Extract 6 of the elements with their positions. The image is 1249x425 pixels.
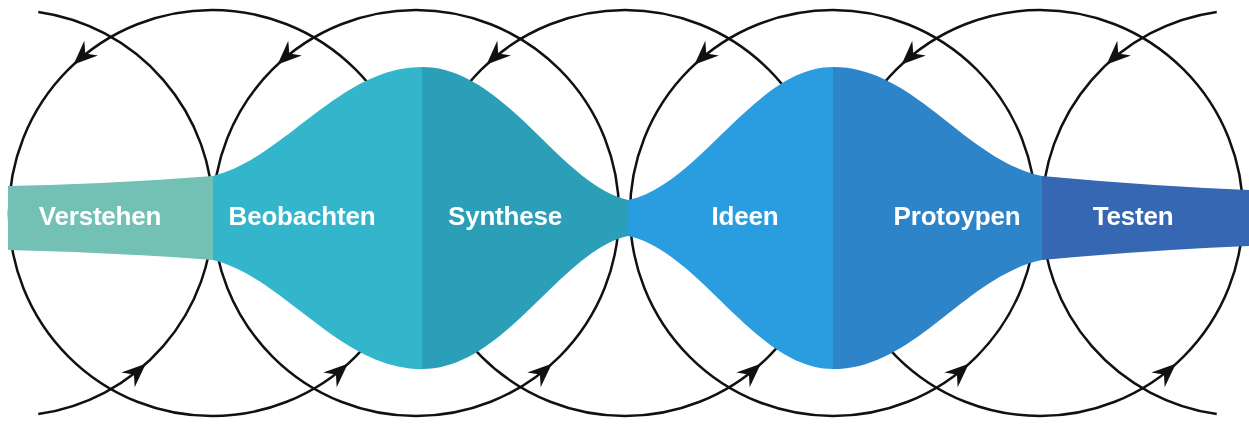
- phase-label: Testen: [1092, 200, 1174, 232]
- phase-label: Protoypen: [893, 200, 1021, 232]
- phase-label: Synthese: [448, 200, 562, 232]
- phase-label: Ideen: [711, 200, 779, 232]
- phase-label: Beobachten: [228, 200, 376, 232]
- phase-label: Verstehen: [38, 200, 162, 232]
